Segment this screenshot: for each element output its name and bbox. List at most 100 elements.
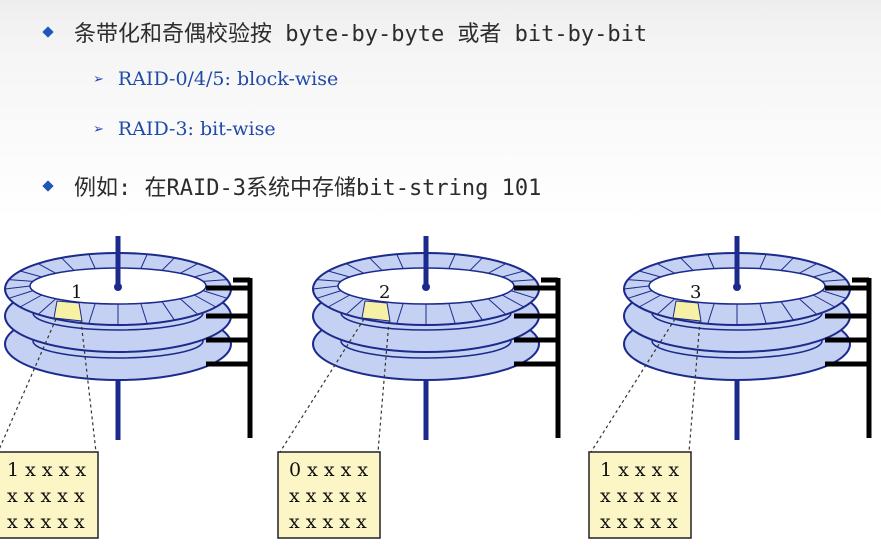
callout-line — [377, 320, 390, 453]
sector-line — [37, 298, 57, 315]
highlighted-sector — [53, 300, 83, 322]
bit-row: x x x x x — [7, 511, 85, 533]
diamond-bullet-icon — [42, 180, 54, 192]
sub-bullet-raid045-text: RAID-0/4/5: block-wise — [117, 68, 339, 90]
bit-row: 0 x x x x — [289, 459, 368, 481]
sector-line — [316, 290, 342, 299]
sector-line — [369, 257, 383, 271]
sector-line — [501, 294, 525, 308]
sector-line — [502, 270, 524, 278]
sector-line — [88, 303, 96, 324]
sector-line — [448, 303, 456, 324]
bullet-example: 例如: 在RAID-3系统中存储bit-string 101 — [42, 170, 542, 202]
sector-line — [396, 254, 404, 269]
sector-line — [627, 279, 653, 282]
sector-line — [61, 257, 75, 271]
highlighted-sector — [361, 300, 391, 322]
sector-line — [812, 294, 836, 308]
sector-line — [161, 301, 175, 321]
callout-line — [590, 318, 676, 453]
bit-box — [0, 451, 99, 539]
disk-label: 1 — [71, 282, 82, 303]
bit-row: x x x x x — [7, 485, 85, 507]
sector-line — [327, 294, 351, 308]
callout-line — [279, 318, 365, 453]
sector-line — [396, 303, 404, 324]
sector-line — [328, 270, 350, 278]
sector-line — [179, 263, 199, 274]
sector-line — [821, 290, 847, 299]
sector-line — [4, 285, 31, 290]
sector-line — [759, 303, 767, 324]
bit-row: x x x x x — [289, 485, 367, 507]
bit-row: 1 x x x x — [7, 459, 86, 481]
sector-line — [448, 254, 456, 269]
sector-line — [759, 254, 767, 269]
bit-row: x x x x x — [289, 511, 367, 533]
callout-line — [80, 320, 97, 453]
sub-bullet-raid045: ➢ RAID-0/4/5: block-wise — [93, 68, 338, 90]
sector-line — [780, 301, 794, 321]
sector-line — [798, 298, 818, 315]
sector-line — [510, 290, 536, 299]
sector-line — [707, 303, 715, 324]
bit-box — [277, 451, 381, 539]
spindle-cap — [733, 283, 741, 291]
callout-line — [688, 320, 701, 453]
disk-3: 3 1 x x x x x x x x x x x x x x — [588, 236, 872, 539]
bullet-example-text: 例如: 在RAID-3系统中存储bit-string 101 — [74, 176, 542, 201]
sector-line — [312, 285, 339, 290]
sector-line — [193, 294, 217, 308]
sector-line — [88, 254, 96, 269]
diamond-bullet-icon — [42, 26, 54, 38]
disk-label: 3 — [690, 282, 701, 303]
sector-line — [469, 301, 483, 321]
sector-line — [821, 279, 847, 282]
sector-line — [623, 285, 650, 290]
sector-line — [656, 263, 676, 274]
sector-line — [20, 270, 42, 278]
sector-line — [469, 257, 483, 271]
sector-line — [345, 263, 365, 274]
sector-line — [639, 270, 661, 278]
sector-line — [627, 290, 653, 299]
sector-line — [140, 254, 148, 269]
sector-line — [194, 270, 216, 278]
bullet-striping-text: 条带化和奇偶校验按 byte-by-byte 或者 bit-by-bit — [74, 22, 648, 47]
sector-line — [8, 279, 34, 282]
bullet-striping: 条带化和奇偶校验按 byte-by-byte 或者 bit-by-bit — [42, 16, 648, 48]
sector-line — [179, 298, 199, 315]
sector-line — [316, 279, 342, 282]
sector-line — [202, 290, 228, 299]
disk-2: 2 0 x x x x x x x x x x x x x x — [277, 236, 561, 539]
sector-line — [656, 298, 676, 315]
bit-row: 1 x x x x — [600, 459, 679, 481]
sector-line — [487, 298, 507, 315]
highlighted-sector — [672, 300, 702, 322]
sector-line — [202, 279, 228, 282]
sector-line — [140, 303, 148, 324]
callout-line — [0, 318, 57, 449]
sector-line — [707, 254, 715, 269]
sector-line — [37, 263, 57, 274]
sector-line — [680, 257, 694, 271]
sub-bullet-raid3: ➢ RAID-3: bit-wise — [93, 118, 276, 140]
bit-row: x x x x x — [600, 511, 678, 533]
sub-bullet-raid3-text: RAID-3: bit-wise — [117, 118, 276, 140]
sector-line — [345, 298, 365, 315]
sector-line — [8, 290, 34, 299]
sector-line — [638, 294, 662, 308]
spindle-cap — [114, 283, 122, 291]
arrow-bullet-icon: ➢ — [93, 121, 104, 137]
sector-line — [487, 263, 507, 274]
raid3-disk-diagram: 1 1 x x x x x x x x x x x x x x 2 0 x x x x x… — [0, 236, 872, 539]
bit-box — [588, 451, 692, 539]
sector-line — [161, 257, 175, 271]
arrow-bullet-icon: ➢ — [93, 71, 104, 87]
spindle-cap — [422, 283, 430, 291]
sector-line — [798, 263, 818, 274]
sector-line — [780, 257, 794, 271]
disk-label: 2 — [379, 282, 390, 303]
bit-row: x x x x x — [600, 485, 678, 507]
sector-line — [19, 294, 43, 308]
